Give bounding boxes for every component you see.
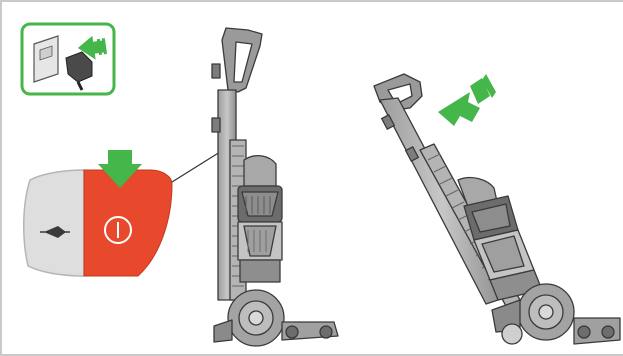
tilted-vacuum-illustration: [374, 74, 620, 344]
unplug-from-wall-icon: [22, 24, 114, 94]
tilt-back-arrow-icon: [438, 74, 496, 126]
power-button-closeup: [24, 150, 220, 276]
upright-vacuum-illustration: [212, 28, 338, 346]
